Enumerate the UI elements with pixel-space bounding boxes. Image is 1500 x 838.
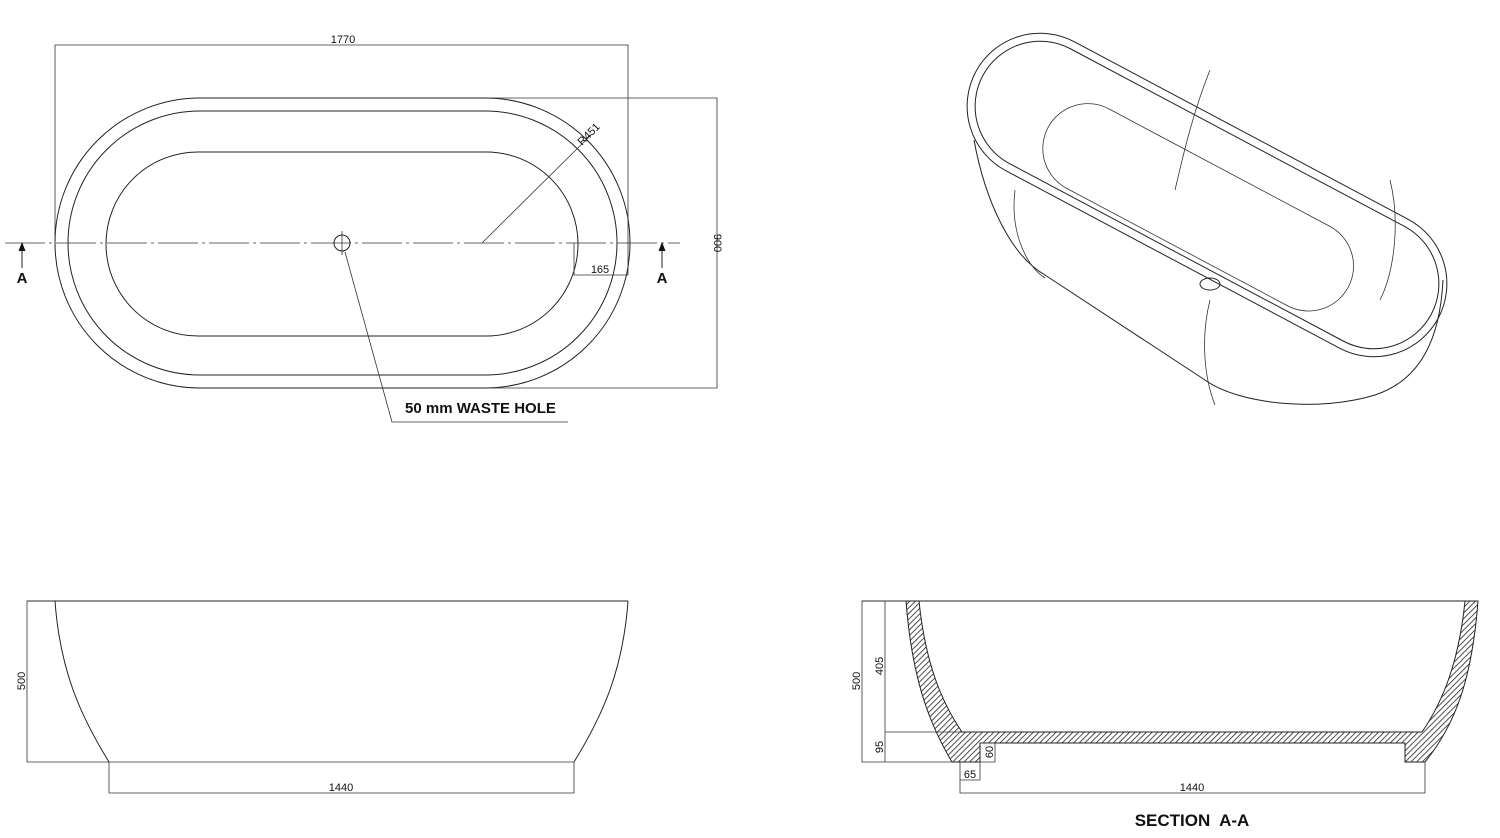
section-arrow-right-icon <box>658 242 666 268</box>
dimension-60-label: 60 <box>984 746 996 758</box>
radius-label: R451 <box>576 121 603 148</box>
side-view: 500 1440 <box>16 600 629 794</box>
dimension-section-1440-label: 1440 <box>1180 782 1204 794</box>
rim-outer <box>966 32 1448 358</box>
waste-leader <box>344 251 568 423</box>
plan-view: 1770 900 R451 165 50 mm WASTE HOLE A A <box>5 34 723 423</box>
section-marker-left: A <box>17 270 28 287</box>
dimension-500-label: 500 <box>16 672 28 690</box>
dimension-1440 <box>108 762 575 794</box>
section-marker-right: A <box>657 270 668 287</box>
dimension-900-label: 900 <box>711 234 723 252</box>
basin-floor <box>1042 103 1354 312</box>
radius-leader <box>481 133 593 244</box>
dimension-95-label: 95 <box>874 741 886 753</box>
section-shell <box>905 600 1479 763</box>
dimension-65-label: 65 <box>964 769 976 781</box>
dimension-1770 <box>54 44 629 275</box>
inner-rim-outline <box>67 110 618 376</box>
outer-rim-outline <box>54 97 631 389</box>
seam-line <box>1013 189 1046 279</box>
section-arrow-left-icon <box>18 242 26 268</box>
section-view: 500 405 95 60 65 1440 SECTION A-A <box>851 600 1479 830</box>
side-profile-left <box>54 600 110 763</box>
dimension-165 <box>573 243 628 276</box>
dimension-1440-label: 1440 <box>329 782 353 794</box>
side-profile-right <box>573 600 629 763</box>
seam-line <box>1174 69 1211 191</box>
dimension-60 <box>980 742 996 763</box>
seam-line <box>1204 299 1216 406</box>
dimension-1770-label: 1770 <box>331 34 355 46</box>
dimension-section-500-label: 500 <box>851 672 863 690</box>
dimension-405-label: 405 <box>874 657 886 675</box>
waste-hole-label: 50 mm WASTE HOLE <box>405 400 556 417</box>
dimension-165-label: 165 <box>591 264 609 276</box>
drain-icon <box>1199 277 1221 291</box>
section-title: SECTION A-A <box>1135 811 1250 830</box>
seam-line <box>1379 179 1396 301</box>
dimension-section-1440 <box>959 762 1426 794</box>
dimension-section-500 <box>861 600 952 763</box>
waste-hole-icon <box>333 231 351 255</box>
basin-floor-outline <box>105 151 579 337</box>
tub-body-outline <box>973 139 1444 405</box>
isometric-view <box>966 32 1448 406</box>
dimension-900 <box>490 97 718 389</box>
rim-inner <box>974 40 1440 350</box>
dimension-500 <box>26 600 574 763</box>
dimension-65 <box>959 762 981 781</box>
